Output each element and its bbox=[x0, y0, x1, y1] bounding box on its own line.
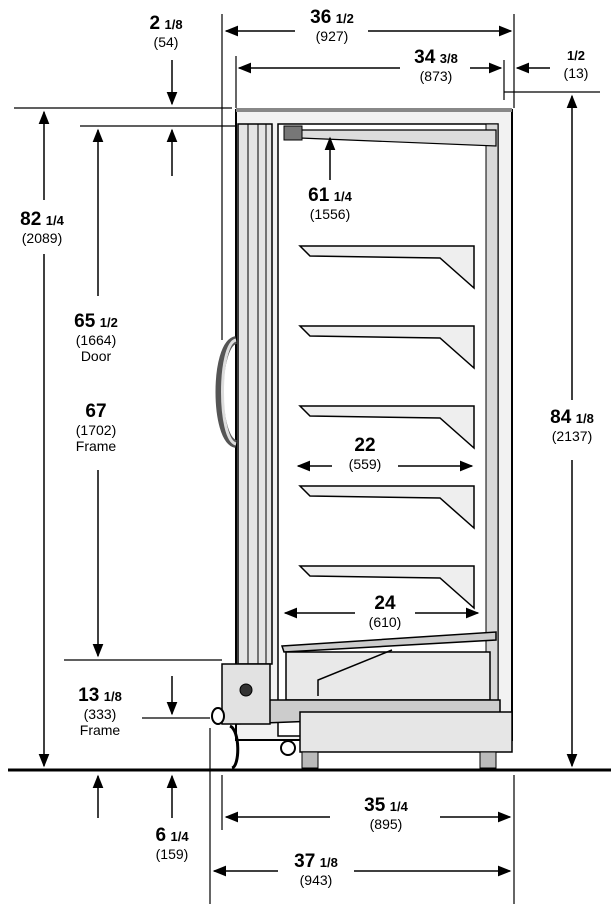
dim-deck-depth: 24 (610) bbox=[368, 593, 402, 630]
dim-total-height: 84 1/8 (2137) bbox=[550, 407, 594, 444]
dim-rear-offset: 1/2 (13) bbox=[563, 48, 589, 81]
dim-overall-width: 36 1/2 (927) bbox=[310, 7, 354, 44]
dim-shelf-depth: 22 (559) bbox=[348, 435, 382, 472]
dim-door-height: 65 1/2 (1664) Door bbox=[74, 311, 118, 364]
dim-top-offset: 2 1/8 (54) bbox=[149, 13, 183, 50]
dim-floor-offset: 6 1/4 (159) bbox=[155, 825, 189, 862]
dim-interior-height: 61 1/4 (1556) bbox=[308, 185, 352, 222]
dim-height-82: 82 1/4 (2089) bbox=[20, 209, 64, 246]
dim-body-width: 34 3/8 (873) bbox=[414, 47, 458, 84]
cabinet-body bbox=[211, 108, 513, 770]
dim-frame-height: 67 (1702) Frame bbox=[75, 401, 117, 454]
dim-overall-depth: 37 1/8 (943) bbox=[294, 851, 338, 888]
dimension-lines bbox=[38, 25, 578, 877]
dim-frame-base: 13 1/8 (333) Frame bbox=[78, 685, 122, 738]
extension-lines bbox=[14, 14, 600, 904]
dim-base-depth: 35 1/4 (895) bbox=[364, 795, 408, 832]
